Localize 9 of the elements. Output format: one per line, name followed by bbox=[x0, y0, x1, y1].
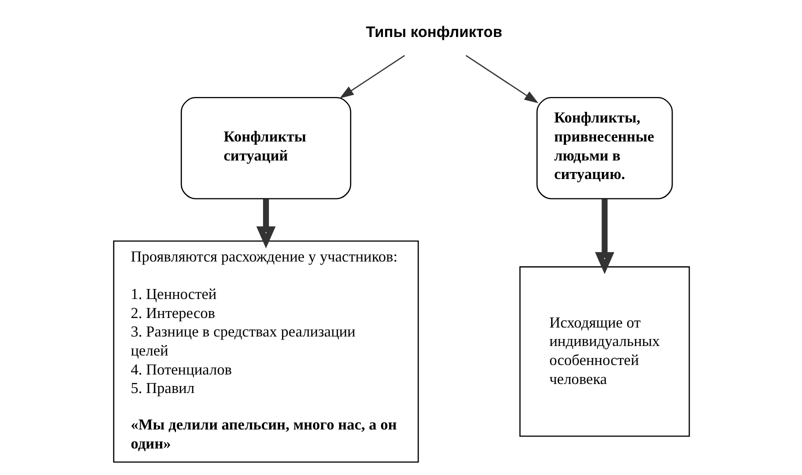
node-box: Конфликты, привнесенные людьми в ситуацию. bbox=[536, 96, 672, 200]
node-box: Исходящие от индивидуальных особенностей человека bbox=[518, 266, 690, 437]
node-text: Типы конфликтов bbox=[365, 24, 502, 41]
arrow bbox=[256, 199, 276, 248]
node-box: Проявляются расхождение у участников: 1. Ценностей 2. Интересов 3. Разнице в средствах реализации целей 4. Потенциалов 5. Правил «Мы делили апельсин, много нас, а он один» bbox=[112, 240, 418, 463]
node-box: Конфликты ситуаций bbox=[180, 96, 351, 200]
arrow bbox=[594, 199, 614, 274]
arrow bbox=[465, 54, 538, 104]
arrow bbox=[339, 54, 404, 98]
